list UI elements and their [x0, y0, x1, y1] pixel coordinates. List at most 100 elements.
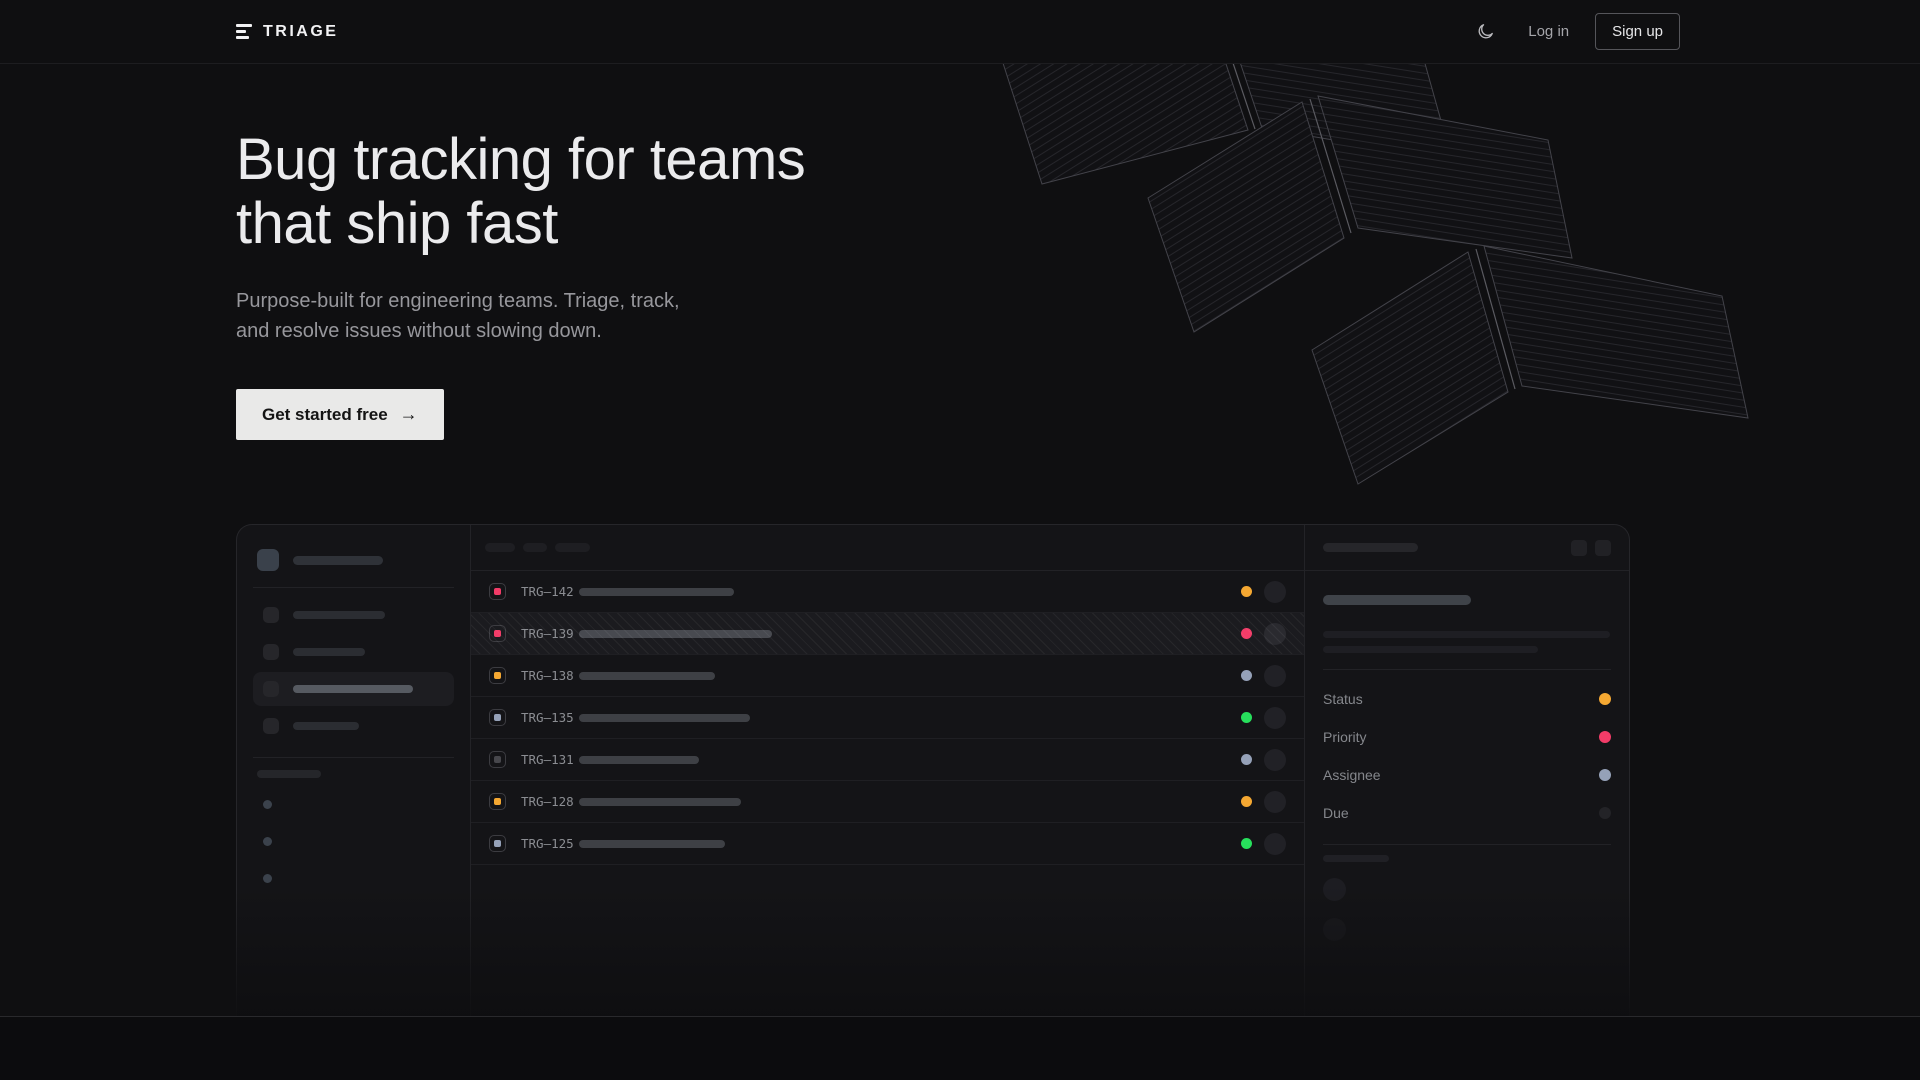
- issue-id: TRG–128: [521, 794, 574, 809]
- assignee-avatar: [1264, 580, 1286, 603]
- assignee-avatar: [1264, 664, 1286, 687]
- tab-skeleton: [485, 543, 515, 552]
- mock-nav-item: [253, 598, 454, 632]
- issue-title-skeleton: [579, 713, 750, 722]
- hero-section: Bug tracking for teams that ship fast Pu…: [0, 64, 1920, 440]
- comment-avatar: [1323, 918, 1346, 941]
- assignee-avatar: [1264, 832, 1286, 855]
- issue-title-skeleton: [579, 755, 699, 764]
- field-value-dot: [1599, 807, 1611, 819]
- issue-type-icon: [489, 835, 506, 852]
- nav-icon-skeleton: [263, 681, 279, 697]
- panel-action-icon: [1571, 539, 1587, 556]
- field-label: Due: [1323, 805, 1349, 821]
- field-label: Assignee: [1323, 767, 1381, 783]
- comment-avatar: [1323, 878, 1346, 901]
- label-dot: [263, 800, 272, 809]
- status-dot: [1241, 586, 1252, 597]
- mock-issue-row: TRG–131: [471, 739, 1304, 781]
- issue-title-skeleton: [579, 839, 725, 848]
- mock-issue-row: TRG–125: [471, 823, 1304, 865]
- nav-label-skeleton: [293, 685, 413, 693]
- mock-workspace-row: [253, 541, 454, 587]
- moon-icon: [1478, 24, 1493, 39]
- mock-issue-row: TRG–138: [471, 655, 1304, 697]
- mock-panel-header: [1305, 525, 1629, 571]
- mock-issue-row: TRG–135: [471, 697, 1304, 739]
- comments-label-skeleton: [1323, 855, 1389, 862]
- label-dot: [263, 837, 272, 846]
- divider: [1323, 669, 1611, 670]
- mock-sidebar: [237, 525, 471, 1016]
- nav-label-skeleton: [293, 722, 359, 730]
- triage-logo-icon: [236, 23, 252, 40]
- tab-skeleton: [555, 543, 590, 552]
- issue-type-icon: [489, 709, 506, 726]
- nav-label-skeleton: [293, 611, 385, 619]
- mock-issue-row: TRG–139: [471, 613, 1304, 655]
- mock-panel-field: Due: [1323, 794, 1611, 832]
- mock-nav-item-active: [253, 672, 454, 706]
- issue-title-skeleton: [579, 671, 715, 680]
- issue-id: TRG–131: [521, 752, 574, 767]
- signup-button[interactable]: Sign up: [1595, 13, 1680, 50]
- status-dot: [1241, 838, 1252, 849]
- top-navbar: TRIAGE Log in Sign up: [0, 0, 1920, 64]
- mock-nav-item: [253, 709, 454, 743]
- mock-list-header: [471, 525, 1304, 571]
- workspace-avatar: [257, 549, 279, 571]
- issue-id: TRG–142: [521, 584, 574, 599]
- get-started-button[interactable]: Get started free →: [236, 389, 444, 440]
- issue-title-skeleton: [1323, 595, 1471, 605]
- panel-title-skeleton: [1323, 543, 1418, 552]
- issue-type-icon: [489, 667, 506, 684]
- footer-band: [0, 1017, 1920, 1080]
- issue-type-icon: [489, 583, 506, 600]
- app-mockup: TRG–142 TRG–139 TRG–138 TRG–135: [236, 524, 1630, 1016]
- assignee-avatar: [1264, 790, 1286, 813]
- issue-title-skeleton: [579, 629, 772, 638]
- status-dot: [1241, 628, 1252, 639]
- assignee-avatar: [1264, 748, 1286, 771]
- mock-issue-row: TRG–142: [471, 571, 1304, 613]
- description-line-skeleton: [1323, 631, 1610, 638]
- nav-icon-skeleton: [263, 718, 279, 734]
- field-value-dot: [1599, 693, 1611, 705]
- label-dot: [263, 874, 272, 883]
- field-value-dot: [1599, 769, 1611, 781]
- login-link[interactable]: Log in: [1528, 23, 1570, 40]
- description-line-skeleton: [1323, 646, 1538, 653]
- nav-label-skeleton: [293, 648, 365, 656]
- issue-type-icon: [489, 625, 506, 642]
- issue-id: TRG–135: [521, 710, 574, 725]
- status-dot: [1241, 796, 1252, 807]
- hero-heading: Bug tracking for teams that ship fast: [236, 127, 806, 256]
- brand-logo[interactable]: TRIAGE: [236, 23, 338, 41]
- mock-panel-field: Priority: [1323, 718, 1611, 756]
- issue-id: TRG–125: [521, 836, 574, 851]
- divider: [253, 757, 454, 758]
- workspace-name-skeleton: [293, 555, 383, 565]
- mock-issue-row: TRG–128: [471, 781, 1304, 823]
- status-dot: [1241, 712, 1252, 723]
- section-label-skeleton: [257, 770, 321, 778]
- issue-title-skeleton: [579, 797, 741, 806]
- section-divider: [0, 1016, 1920, 1017]
- mock-panel-field: Assignee: [1323, 756, 1611, 794]
- arrow-right-icon: →: [399, 404, 418, 424]
- issue-type-icon: [489, 751, 506, 768]
- divider: [253, 587, 454, 588]
- assignee-avatar: [1264, 706, 1286, 729]
- mock-nav-item: [253, 635, 454, 669]
- status-dot: [1241, 670, 1252, 681]
- status-dot: [1241, 754, 1252, 765]
- dark-mode-toggle[interactable]: [1468, 15, 1502, 49]
- hero-subtitle: Purpose-built for engineering teams. Tri…: [236, 290, 680, 342]
- mock-issue-list: TRG–142 TRG–139 TRG–138 TRG–135: [471, 525, 1305, 1016]
- assignee-avatar: [1264, 622, 1286, 645]
- divider: [1323, 844, 1611, 845]
- issue-title-skeleton: [579, 587, 734, 596]
- mock-detail-panel: Status Priority Assignee Due: [1305, 525, 1629, 1016]
- mock-panel-field: Status: [1323, 680, 1611, 718]
- field-label: Status: [1323, 691, 1363, 707]
